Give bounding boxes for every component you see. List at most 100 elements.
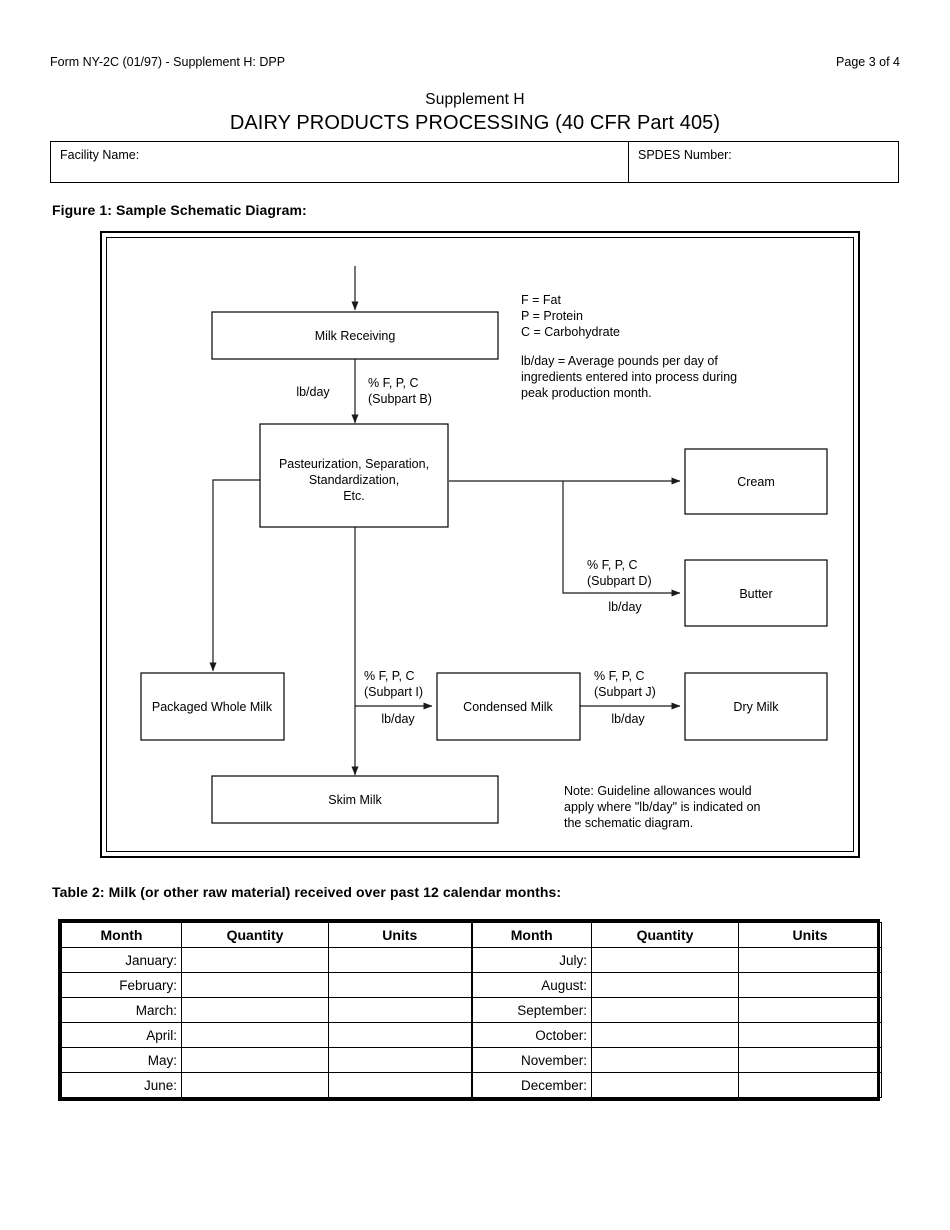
- page-number: Page 3 of 4: [836, 55, 900, 69]
- edge-label-dry-pct-line2: (Subpart J): [594, 685, 656, 699]
- edge-label-receiving-pct-line2: (Subpart B): [368, 392, 432, 406]
- legend-protein: P = Protein: [521, 309, 583, 323]
- flow-node-condensed-milk-label: Condensed Milk: [463, 700, 553, 714]
- facility-info-bar: Facility Name: SPDES Number:: [50, 141, 899, 183]
- quantity-input-march[interactable]: [181, 997, 329, 1023]
- connector-pasteurization-to-butter: [562, 481, 681, 597]
- units-input-january[interactable]: [328, 947, 472, 973]
- supplement-title: Supplement H: [425, 91, 525, 108]
- flow-node-butter-label: Butter: [739, 587, 772, 601]
- units-input-august[interactable]: [738, 972, 882, 998]
- legend-lbday-line3: peak production month.: [521, 386, 652, 400]
- diagram-note-line3: the schematic diagram.: [564, 816, 693, 830]
- spdes-number-field[interactable]: SPDES Number:: [629, 142, 898, 182]
- quantity-input-july[interactable]: [591, 947, 739, 973]
- quantity-input-may[interactable]: [181, 1047, 329, 1073]
- quantity-input-october[interactable]: [591, 1022, 739, 1048]
- diagram-note-line2: apply where "lb/day" is indicated on: [564, 800, 761, 814]
- column-header-units-left: Units: [328, 922, 472, 948]
- form-identifier: Form NY-2C (01/97) - Supplement H: DPP: [50, 55, 286, 69]
- facility-name-field[interactable]: Facility Name:: [51, 142, 629, 182]
- quantity-input-june[interactable]: [181, 1072, 329, 1098]
- units-input-february[interactable]: [328, 972, 472, 998]
- table-row: March: September:: [61, 997, 882, 1023]
- edge-label-dry-pct-line1: % F, P, C: [594, 669, 644, 683]
- month-label-november: November:: [470, 1047, 592, 1073]
- quantity-input-january[interactable]: [181, 947, 329, 973]
- units-input-june[interactable]: [328, 1072, 472, 1098]
- edge-label-dry-lbday: lb/day: [611, 712, 645, 726]
- units-input-may[interactable]: [328, 1047, 472, 1073]
- flow-node-cream: Cream: [684, 448, 828, 515]
- figure-frame-inner-border: [106, 237, 854, 852]
- units-input-march[interactable]: [328, 997, 472, 1023]
- month-label-may: May:: [61, 1047, 182, 1073]
- flow-node-pasteurization-label-line3: Etc.: [343, 489, 365, 503]
- flow-node-pasteurization-label-line1: Pasteurization, Separation,: [279, 457, 429, 471]
- table-row: May: November:: [61, 1047, 882, 1073]
- edge-label-butter-pct-line1: % F, P, C: [587, 558, 637, 572]
- months-table-wrapper: Month Quantity Units Month Quantity Unit…: [58, 919, 882, 1101]
- month-label-february: February:: [61, 972, 182, 998]
- diagram-note-line1: Note: Guideline allowances would: [564, 784, 752, 798]
- units-input-october[interactable]: [738, 1022, 882, 1048]
- flow-node-packaged-whole-milk: Packaged Whole Milk: [140, 672, 285, 741]
- quantity-input-november[interactable]: [591, 1047, 739, 1073]
- schematic-diagram: Milk Receiving Pasteurization, Separatio…: [140, 266, 828, 830]
- page-title: DAIRY PRODUCTS PROCESSING (40 CFR Part 4…: [229, 112, 721, 134]
- month-label-august: August:: [470, 972, 592, 998]
- flow-node-pasteurization: Pasteurization, Separation, Standardizat…: [259, 423, 449, 528]
- flow-node-packaged-whole-milk-label: Packaged Whole Milk: [152, 700, 273, 714]
- units-input-december[interactable]: [738, 1072, 882, 1098]
- quantity-input-september[interactable]: [591, 997, 739, 1023]
- units-input-july[interactable]: [738, 947, 882, 973]
- table-row: January: July:: [61, 947, 882, 973]
- column-header-units-right: Units: [738, 922, 882, 948]
- spdes-number-label: SPDES Number:: [638, 148, 732, 162]
- units-input-september[interactable]: [738, 997, 882, 1023]
- month-label-october: October:: [470, 1022, 592, 1048]
- flow-node-skim-milk: Skim Milk: [211, 775, 499, 824]
- flow-node-milk-receiving-label: Milk Receiving: [315, 329, 396, 343]
- edge-label-condensed-pct-line2: (Subpart I): [364, 685, 423, 699]
- months-table: Month Quantity Units Month Quantity Unit…: [61, 922, 882, 1098]
- quantity-input-february[interactable]: [181, 972, 329, 998]
- flow-node-dry-milk-label: Dry Milk: [733, 700, 779, 714]
- legend-lbday-line2: ingredients entered into process during: [521, 370, 737, 384]
- flow-node-dry-milk: Dry Milk: [684, 672, 828, 741]
- quantity-input-august[interactable]: [591, 972, 739, 998]
- quantity-input-december[interactable]: [591, 1072, 739, 1098]
- month-label-september: September:: [470, 997, 592, 1023]
- flow-node-milk-receiving: Milk Receiving: [211, 311, 499, 360]
- edge-label-condensed-pct-line1: % F, P, C: [364, 669, 414, 683]
- diagram-legend: F = Fat P = Protein C = Carbohydrate lb/…: [521, 293, 737, 400]
- units-input-november[interactable]: [738, 1047, 882, 1073]
- legend-carbohydrate: C = Carbohydrate: [521, 325, 620, 339]
- table-header-row: Month Quantity Units Month Quantity Unit…: [61, 922, 882, 948]
- flow-node-pasteurization-label-line2: Standardization,: [309, 473, 399, 487]
- edge-label-butter-pct-line2: (Subpart D): [587, 574, 652, 588]
- column-header-quantity-right: Quantity: [591, 922, 739, 948]
- document-title-block: Supplement H DAIRY PRODUCTS PROCESSING (…: [0, 90, 950, 136]
- figure-frame: Milk Receiving Pasteurization, Separatio…: [100, 231, 860, 858]
- figure-caption: Figure 1: Sample Schematic Diagram:: [52, 202, 307, 218]
- month-label-july: July:: [470, 947, 592, 973]
- page-header: Form NY-2C (01/97) - Supplement H: DPP P…: [50, 55, 900, 69]
- month-label-march: March:: [61, 997, 182, 1023]
- units-input-april[interactable]: [328, 1022, 472, 1048]
- table-row: June: December:: [61, 1072, 882, 1098]
- month-label-january: January:: [61, 947, 182, 973]
- table-row: April: October:: [61, 1022, 882, 1048]
- month-label-april: April:: [61, 1022, 182, 1048]
- diagram-note: Note: Guideline allowances would apply w…: [564, 784, 761, 830]
- column-header-quantity-left: Quantity: [181, 922, 329, 948]
- connector-pasteurization-to-packaged-whole-milk: [209, 479, 260, 672]
- edge-label-condensed-lbday: lb/day: [381, 712, 415, 726]
- flow-node-condensed-milk: Condensed Milk: [436, 672, 581, 741]
- quantity-input-april[interactable]: [181, 1022, 329, 1048]
- month-label-december: December:: [470, 1072, 592, 1098]
- edge-label-receiving-pct-line1: % F, P, C: [368, 376, 418, 390]
- flow-node-cream-label: Cream: [737, 475, 775, 489]
- flow-node-butter: Butter: [684, 559, 828, 627]
